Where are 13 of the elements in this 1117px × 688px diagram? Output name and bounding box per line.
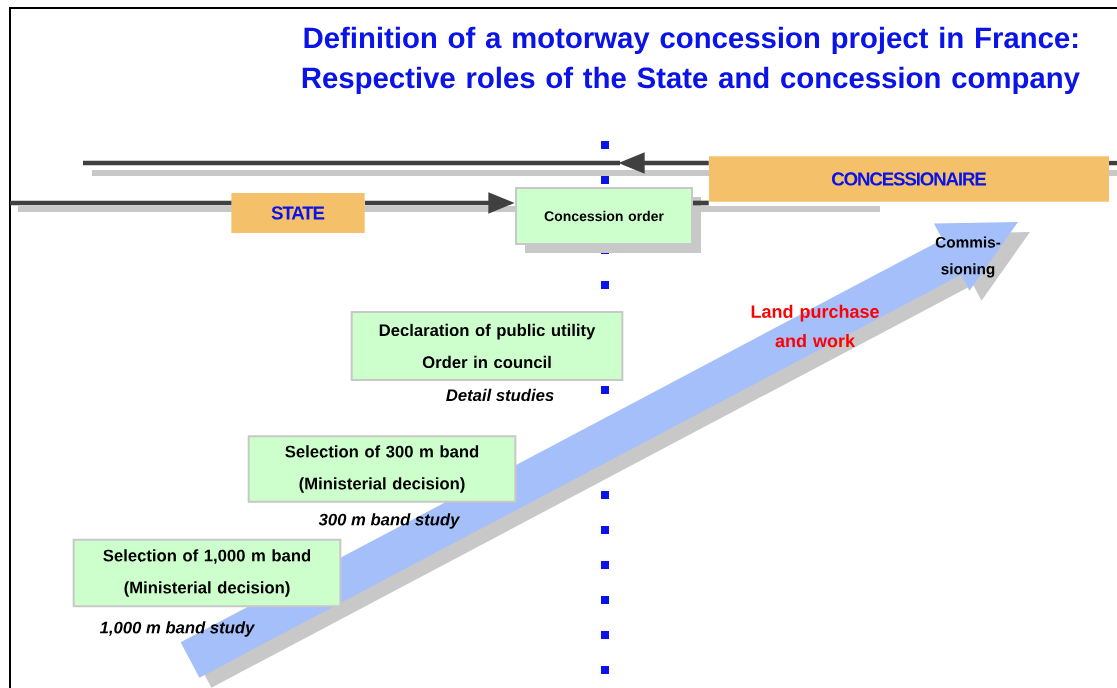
process-box: Declaration of public utility Order in council bbox=[350, 311, 624, 381]
connector-line bbox=[693, 200, 709, 206]
process-box: Concession order bbox=[515, 187, 701, 253]
role-box: STATE bbox=[231, 193, 365, 233]
title: Definition of a motorway concession project in France: Respective roles of the State and concession company bbox=[302, 26, 1080, 95]
stage-label: Land purchase and work bbox=[751, 304, 879, 348]
role-box: CONCESSIONAIRE bbox=[709, 156, 1109, 202]
node-label: Detail studies bbox=[446, 388, 554, 402]
node-label: 1,000 m band study bbox=[99, 621, 255, 637]
stage-label: Commis-sioning bbox=[935, 236, 1001, 278]
process-box: Selection of 300 m band (Ministerial decision) bbox=[247, 435, 517, 503]
process-box: Selection of 1,000 m band (Ministerial decision) bbox=[72, 538, 342, 608]
node-label: 300 m band study bbox=[318, 513, 461, 529]
